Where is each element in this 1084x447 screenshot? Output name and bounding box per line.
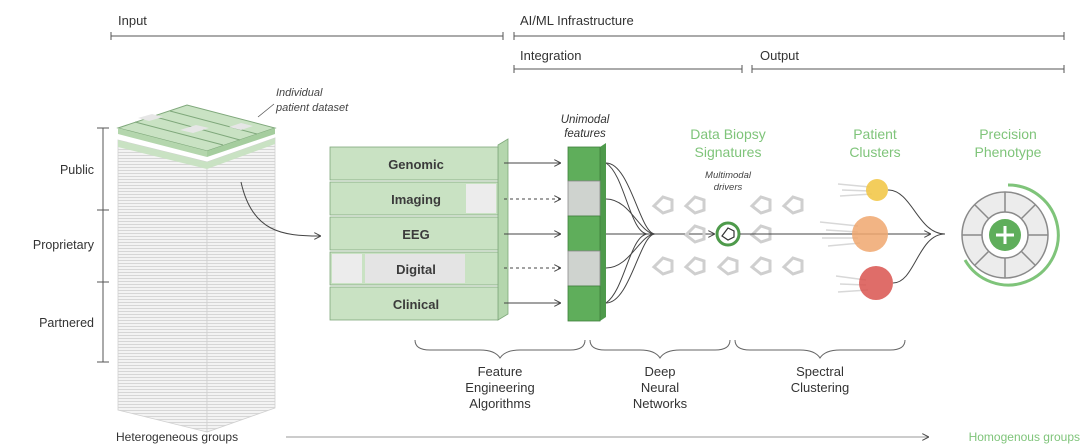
footer-homogenous: Homogenous groups	[969, 430, 1080, 444]
data-biopsy-title-line2: Signatures	[695, 144, 762, 160]
group-axis	[97, 127, 109, 363]
multimodal-label-line2: drivers	[714, 182, 743, 193]
unimodal-label-line1: Unimodal	[561, 114, 610, 126]
footer-heterogeneous: Heterogeneous groups	[116, 430, 238, 444]
data-biopsy-title-line1: Data Biopsy	[690, 126, 765, 142]
method-spectral-line1: Spectral	[796, 364, 844, 379]
cluster-to-phenotype-lines	[887, 189, 946, 284]
header-output: Output	[760, 48, 799, 63]
header-integration-bracket	[513, 65, 743, 73]
central-signature-icon	[715, 221, 741, 247]
header-integration: Integration	[520, 48, 581, 63]
method-feature-line3: Algorithms	[469, 396, 531, 411]
header-input-bracket	[110, 32, 504, 40]
multimodal-label-line1: Multimodal	[705, 170, 752, 181]
group-proprietary: Proprietary	[33, 238, 95, 252]
patient-cluster-orange	[852, 216, 888, 252]
modality-genomic: Genomic	[388, 157, 444, 172]
patient-clusters-title-line2: Clusters	[849, 144, 900, 160]
patient-cluster-red	[859, 266, 893, 300]
dataset-label-line1: Individual	[276, 87, 323, 99]
group-partnered: Partnered	[39, 316, 94, 330]
patient-cluster-yellow	[866, 179, 888, 201]
feature-arrows	[504, 163, 560, 303]
method-spectral-line2: Clustering	[791, 380, 850, 395]
header-ai-ml-bracket	[513, 32, 1065, 40]
modality-eeg: EEG	[402, 227, 429, 242]
header-input: Input	[118, 13, 147, 28]
precision-title-line2: Phenotype	[975, 144, 1042, 160]
data-stack	[117, 137, 276, 433]
method-feature-line1: Feature	[478, 364, 523, 379]
header-output-bracket	[751, 65, 1065, 73]
unimodal-label-line2: features	[564, 128, 606, 140]
method-deep-line3: Networks	[633, 396, 688, 411]
method-deep-line1: Deep	[644, 364, 675, 379]
method-brackets	[414, 339, 906, 359]
method-feature-line2: Engineering	[465, 380, 534, 395]
modality-digital: Digital	[396, 262, 436, 277]
patient-clusters-title-line1: Patient	[853, 126, 897, 142]
group-public: Public	[60, 163, 94, 177]
dataset-label-line2: patient dataset	[275, 102, 349, 114]
precision-title-line1: Precision	[979, 126, 1037, 142]
method-deep-line2: Neural	[641, 380, 679, 395]
network-lines	[605, 162, 714, 304]
unimodal-feature-column	[567, 143, 606, 322]
stack-to-modalities-arrow	[240, 181, 320, 236]
modality-imaging: Imaging	[391, 192, 441, 207]
header-ai-ml: AI/ML Infrastructure	[520, 13, 634, 28]
patient-dataset-tile	[116, 104, 277, 157]
modality-block	[329, 138, 509, 321]
modality-clinical: Clinical	[393, 297, 439, 312]
dataset-label-leader	[257, 103, 275, 118]
signature-grid	[651, 195, 804, 276]
precision-phenotype-icon	[961, 183, 1060, 287]
